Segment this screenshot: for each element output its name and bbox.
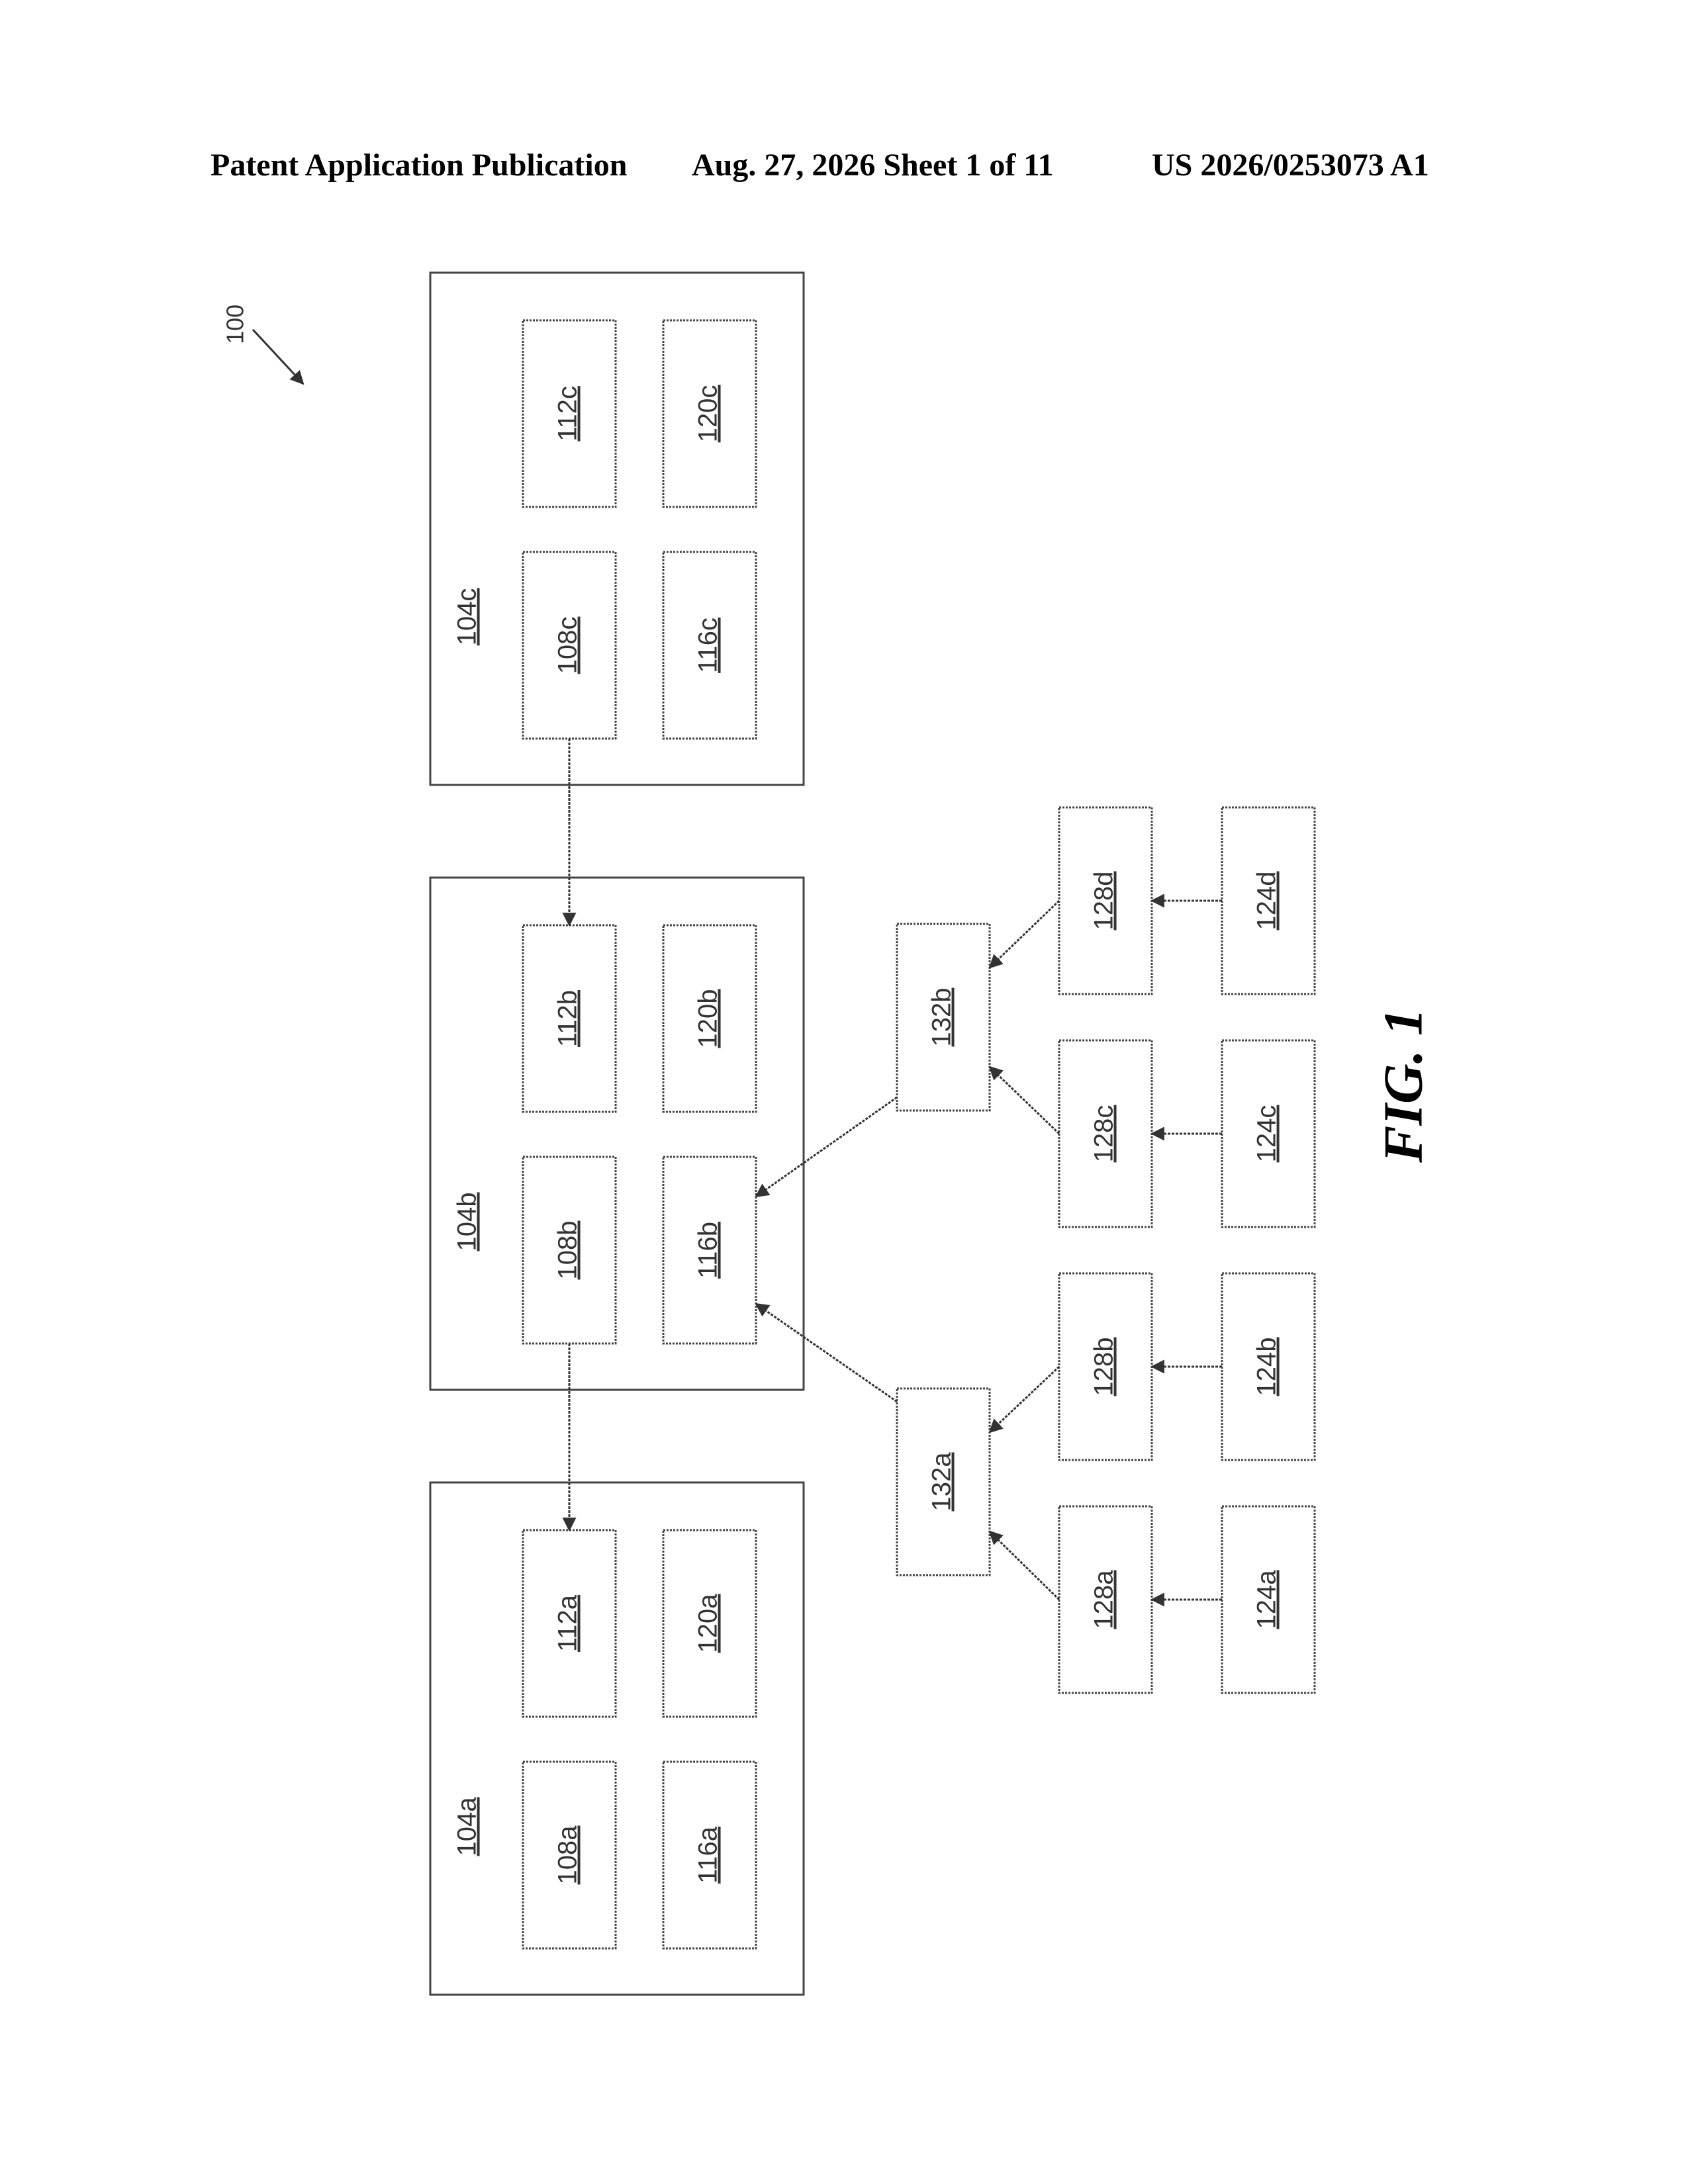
node-124b-label: 124b (1252, 1338, 1282, 1396)
node-124d-label: 124d (1252, 872, 1282, 931)
node-120a: 120a (663, 1530, 756, 1717)
figure-reference-arrow (253, 330, 303, 384)
node-124a-label: 124a (1252, 1570, 1282, 1629)
edge-128b-to-132a (990, 1367, 1059, 1432)
node-124b: 124b (1222, 1273, 1315, 1460)
node-124a: 124a (1222, 1506, 1315, 1693)
node-116c-label: 116c (694, 617, 723, 673)
node-128a-label: 128a (1090, 1570, 1119, 1629)
node-132b: 132b (897, 924, 990, 1111)
edge-128c-to-132b (990, 1067, 1059, 1134)
node-128c: 128c (1059, 1040, 1152, 1227)
container-104a-label: 104a (453, 1797, 482, 1856)
node-112c: 112c (523, 320, 616, 507)
node-116c: 116c (663, 552, 756, 739)
node-108b: 108b (523, 1157, 616, 1343)
node-116a-label: 116a (694, 1826, 723, 1884)
container-104c-label: 104c (453, 588, 482, 646)
node-108a-label: 108a (553, 1825, 583, 1885)
node-108b-label: 108b (553, 1221, 583, 1280)
node-128c-label: 128c (1090, 1105, 1119, 1163)
edge-128d-to-132b (990, 901, 1059, 968)
node-112a: 112a (523, 1530, 616, 1717)
node-108c: 108c (523, 552, 616, 739)
node-120c-label: 120c (694, 385, 723, 443)
figure-reference-label: 100 (222, 304, 249, 344)
node-112b: 112b (523, 925, 616, 1112)
node-120a-label: 120a (694, 1594, 723, 1653)
node-120b: 120b (663, 925, 756, 1112)
node-120c: 120c (663, 320, 756, 507)
node-128b-label: 128b (1090, 1338, 1119, 1396)
node-124d: 124d (1222, 807, 1315, 994)
edge-128a-to-132a (990, 1531, 1059, 1600)
node-112a-label: 112a (553, 1594, 583, 1652)
node-132a: 132a (897, 1388, 990, 1575)
node-128d: 128d (1059, 807, 1152, 994)
node-132b-label: 132b (927, 988, 957, 1047)
node-108c-label: 108c (553, 617, 583, 674)
node-116a: 116a (663, 1762, 756, 1948)
node-108a: 108a (523, 1762, 616, 1948)
node-116b-label: 116b (694, 1222, 723, 1279)
node-112c-label: 112c (553, 386, 583, 441)
node-128d-label: 128d (1090, 872, 1119, 931)
figure-caption: FIG. 1 (1372, 1008, 1434, 1163)
node-132a-label: 132a (927, 1452, 957, 1512)
node-112b-label: 112b (553, 990, 583, 1047)
node-124c-label: 124c (1252, 1105, 1282, 1163)
node-120b-label: 120b (694, 989, 723, 1048)
node-116b: 116b (663, 1157, 756, 1343)
node-128b: 128b (1059, 1273, 1152, 1460)
node-124c: 124c (1222, 1040, 1315, 1227)
node-128a: 128a (1059, 1506, 1152, 1693)
container-104b-label: 104b (453, 1193, 482, 1251)
